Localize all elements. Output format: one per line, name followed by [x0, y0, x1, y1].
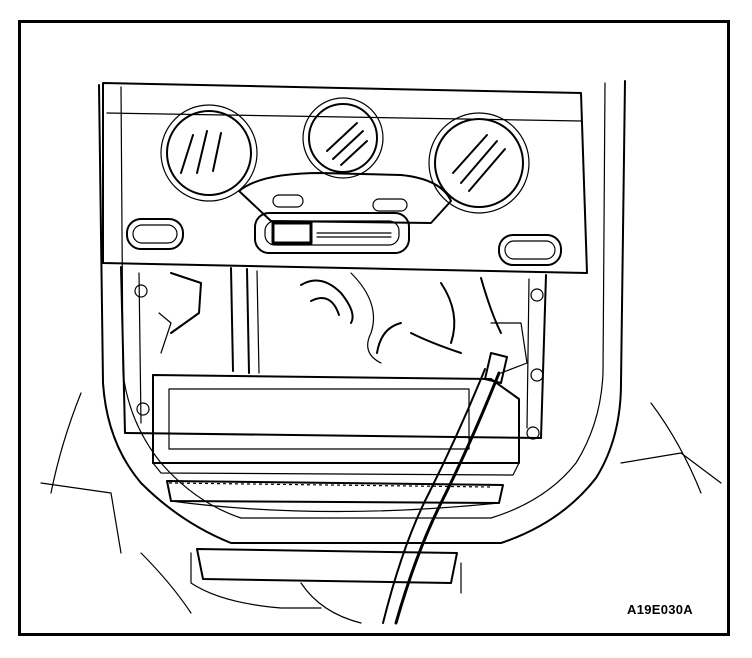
screw-icon: [530, 368, 544, 382]
lower-storage-tray: [166, 480, 504, 624]
temperature-knob: [428, 112, 530, 214]
radio-opening: [120, 266, 547, 440]
screw-icon: [134, 284, 148, 298]
air-distribution-knob: [302, 97, 384, 179]
figure-code: A19E030A: [627, 602, 693, 617]
screw-icon: [526, 426, 540, 440]
indicator-slot: [272, 194, 304, 208]
indicator-slot: [372, 198, 408, 212]
figure-frame: A19E030A: [18, 20, 730, 636]
hvac-control-panel: [102, 82, 588, 274]
radio-receiver-unit: [152, 374, 520, 488]
fan-speed-knob: [160, 104, 258, 202]
dashboard-center-console-illustration: [40, 80, 722, 625]
left-button: [126, 218, 184, 250]
right-button: [498, 234, 562, 266]
screw-icon: [136, 402, 150, 416]
screw-icon: [530, 288, 544, 302]
recirculation-slider: [238, 172, 452, 254]
console-outline: [40, 80, 722, 614]
